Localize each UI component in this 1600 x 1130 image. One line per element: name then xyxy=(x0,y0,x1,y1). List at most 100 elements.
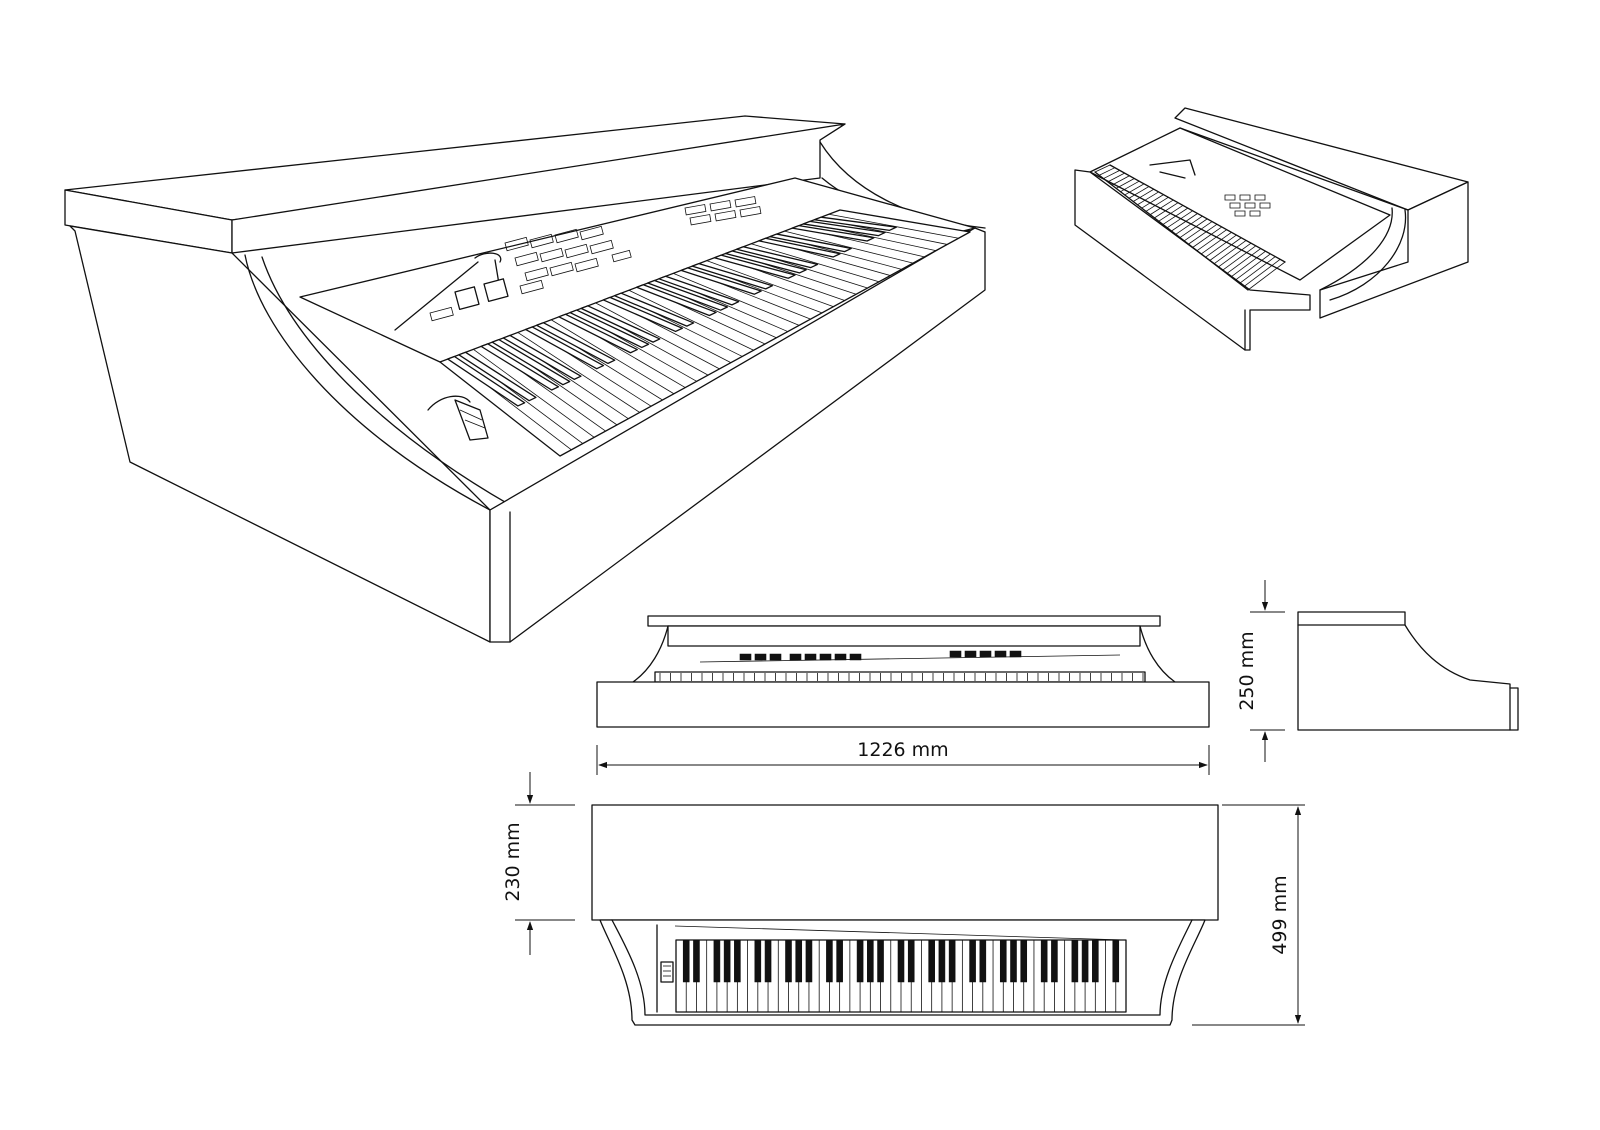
small-key-divider xyxy=(1197,230,1227,251)
top-black-key xyxy=(693,940,699,982)
black-key xyxy=(581,306,660,342)
side-elevation-view xyxy=(1298,612,1518,730)
small-key-divider xyxy=(1248,262,1285,290)
black-key xyxy=(637,285,716,316)
perspective-view-main xyxy=(65,116,985,642)
small-front-rail xyxy=(1075,170,1310,350)
top-black-key xyxy=(1011,940,1017,982)
black-key xyxy=(792,226,874,241)
top-black-key xyxy=(683,940,689,982)
top-black-key xyxy=(714,940,720,982)
black-key xyxy=(603,297,682,331)
keyboard-small xyxy=(1095,165,1285,290)
front-controls xyxy=(740,651,1021,660)
top-black-key xyxy=(929,940,935,982)
front-control-button xyxy=(980,651,991,657)
white-key-divider xyxy=(551,320,674,394)
top-black-key xyxy=(796,940,802,982)
small-key-divider xyxy=(1095,165,1110,172)
small-key-divider xyxy=(1201,232,1231,254)
dimension-width-label: 1226 mm xyxy=(857,739,948,761)
black-key xyxy=(448,357,525,406)
front-lid xyxy=(648,616,1160,626)
front-control-button xyxy=(950,651,961,657)
top-black-key xyxy=(878,940,884,982)
black-key xyxy=(559,314,637,352)
small-key-divider xyxy=(1167,211,1192,228)
top-black-key xyxy=(898,940,904,982)
small-key-divider xyxy=(1235,254,1270,280)
top-black-key xyxy=(826,940,832,982)
perspective-view-small xyxy=(1075,108,1468,350)
small-key-divider xyxy=(1172,214,1198,232)
top-black-key xyxy=(939,940,945,982)
black-key xyxy=(648,281,728,311)
top-black-key xyxy=(970,940,976,982)
top-wheel xyxy=(661,962,673,982)
dimension-depth-total-label: 499 mm xyxy=(1269,875,1291,954)
top-black-key xyxy=(765,940,771,982)
small-key-divider xyxy=(1184,222,1212,241)
top-black-key xyxy=(949,940,955,982)
top-black-key xyxy=(1092,940,1098,982)
front-control-button xyxy=(755,654,766,660)
top-black-key xyxy=(1113,940,1119,982)
small-key-divider xyxy=(1133,189,1154,201)
top-black-key xyxy=(1021,940,1027,982)
small-key-divider xyxy=(1112,176,1129,185)
small-key-divider xyxy=(1099,168,1115,176)
top-black-key xyxy=(908,940,914,982)
top-black-key xyxy=(755,940,761,982)
top-plan-view xyxy=(592,805,1218,1025)
top-black-key xyxy=(857,940,863,982)
small-key-divider xyxy=(1138,192,1159,205)
small-key-divider xyxy=(1104,170,1120,178)
black-key xyxy=(459,352,536,400)
keyboard-top xyxy=(683,940,1119,1012)
dimension-depth-front-label: 230 mm xyxy=(502,822,524,901)
dimension-height: 250 mm xyxy=(1236,580,1285,762)
lid-side xyxy=(232,124,845,253)
white-key-divider xyxy=(473,349,594,437)
black-key xyxy=(526,327,604,369)
top-black-key xyxy=(786,940,792,982)
small-key-divider xyxy=(1231,251,1266,277)
small-key-divider xyxy=(1121,181,1140,192)
top-black-key xyxy=(1051,940,1057,982)
small-controls xyxy=(1150,160,1270,216)
white-key-divider xyxy=(784,231,913,263)
white-key-divider xyxy=(596,303,720,369)
top-lid xyxy=(592,805,1218,920)
front-control-button xyxy=(805,654,816,660)
small-key-divider xyxy=(1129,187,1149,199)
small-key-divider xyxy=(1108,173,1125,182)
small-key-divider xyxy=(1163,208,1188,224)
front-control-button xyxy=(740,654,751,660)
black-key xyxy=(492,340,569,385)
black-key xyxy=(814,217,896,230)
top-black-key xyxy=(1082,940,1088,982)
front-control-button xyxy=(850,654,861,660)
small-key-divider xyxy=(1159,205,1183,221)
small-key-divider xyxy=(1227,249,1261,274)
front-control-button xyxy=(965,651,976,657)
black-key xyxy=(503,335,581,379)
small-key-divider xyxy=(1180,219,1207,238)
slider-knobs xyxy=(395,253,508,330)
white-key-divider xyxy=(707,261,834,307)
small-key-divider xyxy=(1218,243,1251,267)
dimension-height-label: 250 mm xyxy=(1236,631,1258,710)
black-key xyxy=(803,221,885,235)
top-black-key xyxy=(724,940,730,982)
dimension-depth-front: 230 mm xyxy=(502,772,575,955)
black-key xyxy=(726,251,807,273)
wheel-controller xyxy=(428,396,488,440)
top-black-key xyxy=(867,940,873,982)
small-key-divider xyxy=(1214,240,1246,263)
left-cheek-curve xyxy=(245,255,490,510)
black-key xyxy=(737,247,818,268)
front-body xyxy=(597,682,1209,727)
front-control-button xyxy=(770,654,781,660)
front-control-button xyxy=(835,654,846,660)
